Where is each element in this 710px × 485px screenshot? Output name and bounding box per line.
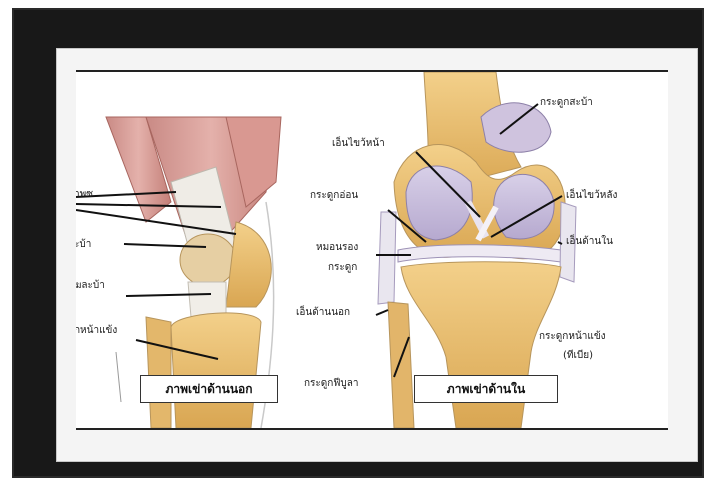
label-patellar-ligament-left: ฆละบ้า <box>76 280 105 292</box>
label-patella: กระดูกสะบ้า <box>540 97 593 109</box>
label-patella-left: ะบ้า <box>76 239 91 251</box>
label-acl: เอ็นไขว้หน้า <box>332 138 385 150</box>
label-muscle-left: ำพซ <box>76 189 93 201</box>
label-meniscus-line1: หมอนรอง <box>316 242 358 254</box>
label-mcl: เอ็นด้านใน <box>566 236 613 248</box>
label-tibia-line1: กระดูกหน้าแข้ง <box>539 331 606 343</box>
knee-anatomy-illustration: ำพซ ะบ้า ฆละบ้า กหน้าแข้ง กระดูกสะบ้า เอ… <box>76 70 668 430</box>
label-fibula: กระดูกฟีบูลา <box>304 378 359 390</box>
label-tibia-left: กหน้าแข้ง <box>76 325 117 337</box>
label-tibia-line2: (ทีเบีย) <box>563 350 593 362</box>
label-pcl: เอ็นไขว้หลัง <box>566 190 617 202</box>
caption-outer-view: ภาพเข่าด้านนอก <box>140 375 278 403</box>
label-lcl: เอ็นด้านนอก <box>296 307 350 319</box>
label-meniscus-line2: กระดูก <box>328 262 357 274</box>
caption-inner-view: ภาพเข่าด้านใน <box>414 375 558 403</box>
label-cartilage: กระดูกอ่อน <box>310 190 358 202</box>
